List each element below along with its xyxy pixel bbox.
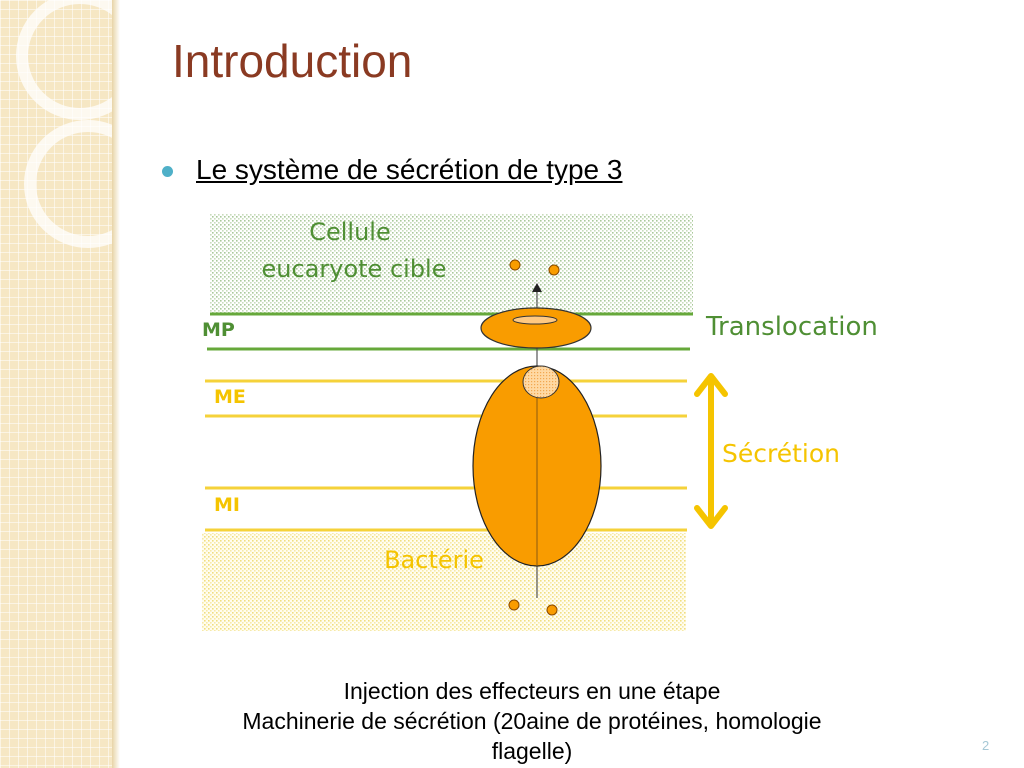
decorative-sidebar	[0, 0, 112, 768]
caption-line-1: Injection des effecteurs en une étape	[343, 678, 721, 704]
bacteria-label: Bactérie	[384, 546, 484, 574]
secretion-arrowhead-down	[694, 505, 728, 529]
bacteria-region	[202, 533, 686, 631]
secretion-label: Sécrétion	[722, 439, 840, 468]
cell-label-line2: eucaryote cible	[262, 255, 447, 283]
pore-channel	[512, 315, 558, 325]
caption-line-3: flagelle)	[491, 738, 573, 764]
eukaryotic-cell-region	[210, 214, 693, 314]
caption-line-2: Machinerie de sécrétion (20aine de proté…	[242, 708, 822, 734]
membrane-mp-label: MP	[202, 319, 235, 341]
membrane-mi-label: MI	[214, 494, 240, 516]
effector-dot	[548, 264, 560, 276]
apparatus-tip	[522, 365, 560, 399]
page-number: 2	[982, 738, 990, 753]
bullet-dot	[162, 166, 173, 177]
secretion-arrowhead-up	[694, 373, 728, 397]
effector-dot	[546, 604, 558, 616]
translocation-pore	[480, 307, 592, 349]
effector-dot	[508, 599, 520, 611]
bullet-text: Le système de sécrétion de type 3	[196, 154, 623, 185]
cell-label-line1: Cellule	[309, 218, 391, 246]
sidebar-edge	[112, 0, 120, 768]
translocation-label: Translocation	[705, 312, 878, 342]
effector-dot	[509, 259, 521, 271]
caption: Injection des effecteurs en une étape Ma…	[140, 676, 924, 766]
membrane-me-label: ME	[214, 386, 246, 408]
arrow-up-icon	[532, 283, 542, 292]
slide-title: Introduction	[172, 35, 413, 87]
